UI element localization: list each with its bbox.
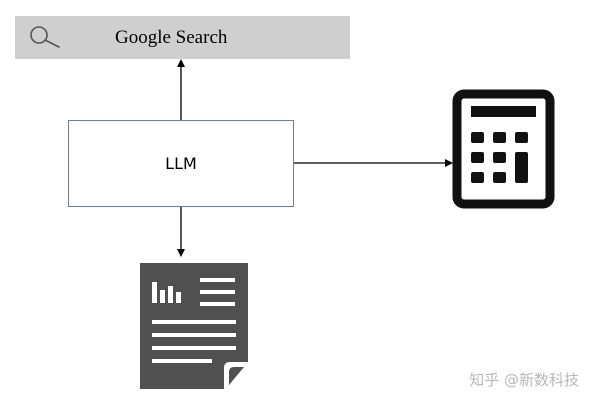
calculator-icon [452,89,555,209]
llm-node: LLM [68,120,294,207]
document-icon [140,263,248,389]
google-search-bar[interactable]: Google Search [15,16,350,59]
search-icon [30,26,60,48]
watermark: 知乎 @新数科技 [469,371,579,389]
llm-label: LLM [165,154,197,173]
search-label: Google Search [115,27,228,48]
